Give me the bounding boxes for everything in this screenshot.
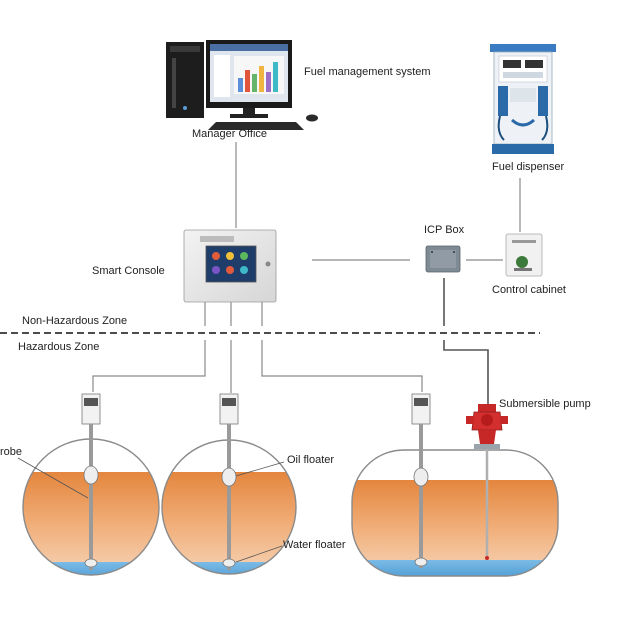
icp-box-label: ICP Box: [424, 224, 465, 236]
smart-console-device: [183, 229, 277, 303]
smart-console-label: Smart Console: [92, 265, 165, 277]
oil-floater-callout-line: [235, 461, 285, 477]
submersible-pump-label: Submersible pump: [499, 398, 591, 410]
water-level-tank-2: [162, 562, 296, 574]
icp-box-device: [425, 245, 461, 273]
console-to-tank3-cable-lower: [261, 340, 423, 392]
connection-lines: [92, 142, 521, 393]
probe-label: robe: [0, 446, 22, 458]
computer-icon: [166, 40, 318, 130]
probe-callout-line: [17, 457, 89, 499]
storage-tank-3: [351, 393, 559, 577]
fuel-dispenser-label: Fuel dispenser: [492, 161, 564, 173]
fuel-management-system-label: Fuel management system: [304, 66, 431, 78]
control-cabinet-device: [505, 233, 543, 277]
fuel-dispenser-icon: [490, 44, 556, 154]
submersible-pump-icon: [466, 404, 508, 560]
storage-tank-1: [22, 393, 160, 576]
manager-office-label: Manager Office: [192, 128, 267, 140]
non-hazardous-zone-label: Non-Hazardous Zone: [22, 315, 127, 327]
water-floater-label: Water floater: [283, 539, 346, 551]
control-cabinet-label: Control cabinet: [492, 284, 566, 296]
oil-floater-label: Oil floater: [287, 454, 334, 466]
water-floater-callout-line: [235, 545, 283, 563]
storage-tank-2: [161, 393, 297, 575]
console-to-tank1-cable-lower: [92, 340, 206, 392]
water-level-tank-3: [352, 560, 558, 576]
icp-to-pump-cable-lower: [443, 340, 489, 404]
hazardous-zone-label: Hazardous Zone: [18, 341, 99, 353]
